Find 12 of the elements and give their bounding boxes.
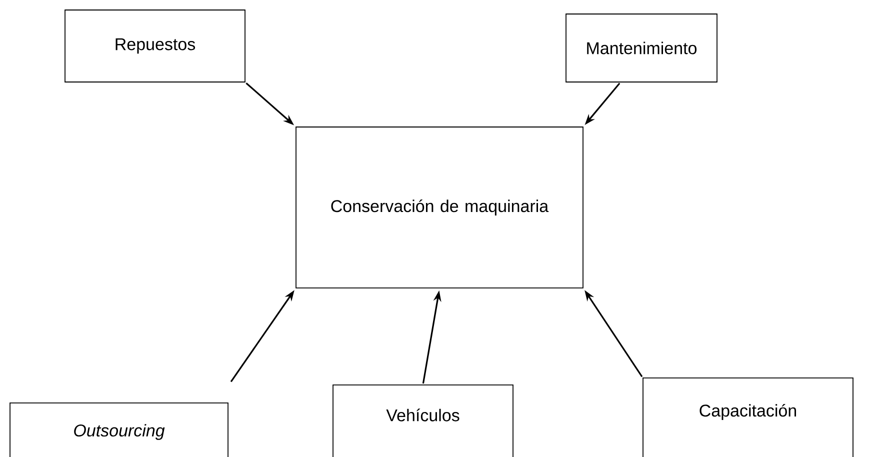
box-text: Outsourcing [74,424,165,440]
box-text: Repuestos [116,38,196,54]
box-text: Capacitación [700,404,796,420]
box [296,126,584,288]
box-text: Conservación de maquinaria [331,199,549,216]
box-text: Vehículos [386,408,460,422]
box [64,10,246,82]
box [332,384,514,457]
box [566,14,718,82]
box [642,378,854,457]
box [10,402,228,457]
box-text: Mantenimiento [587,42,697,54]
